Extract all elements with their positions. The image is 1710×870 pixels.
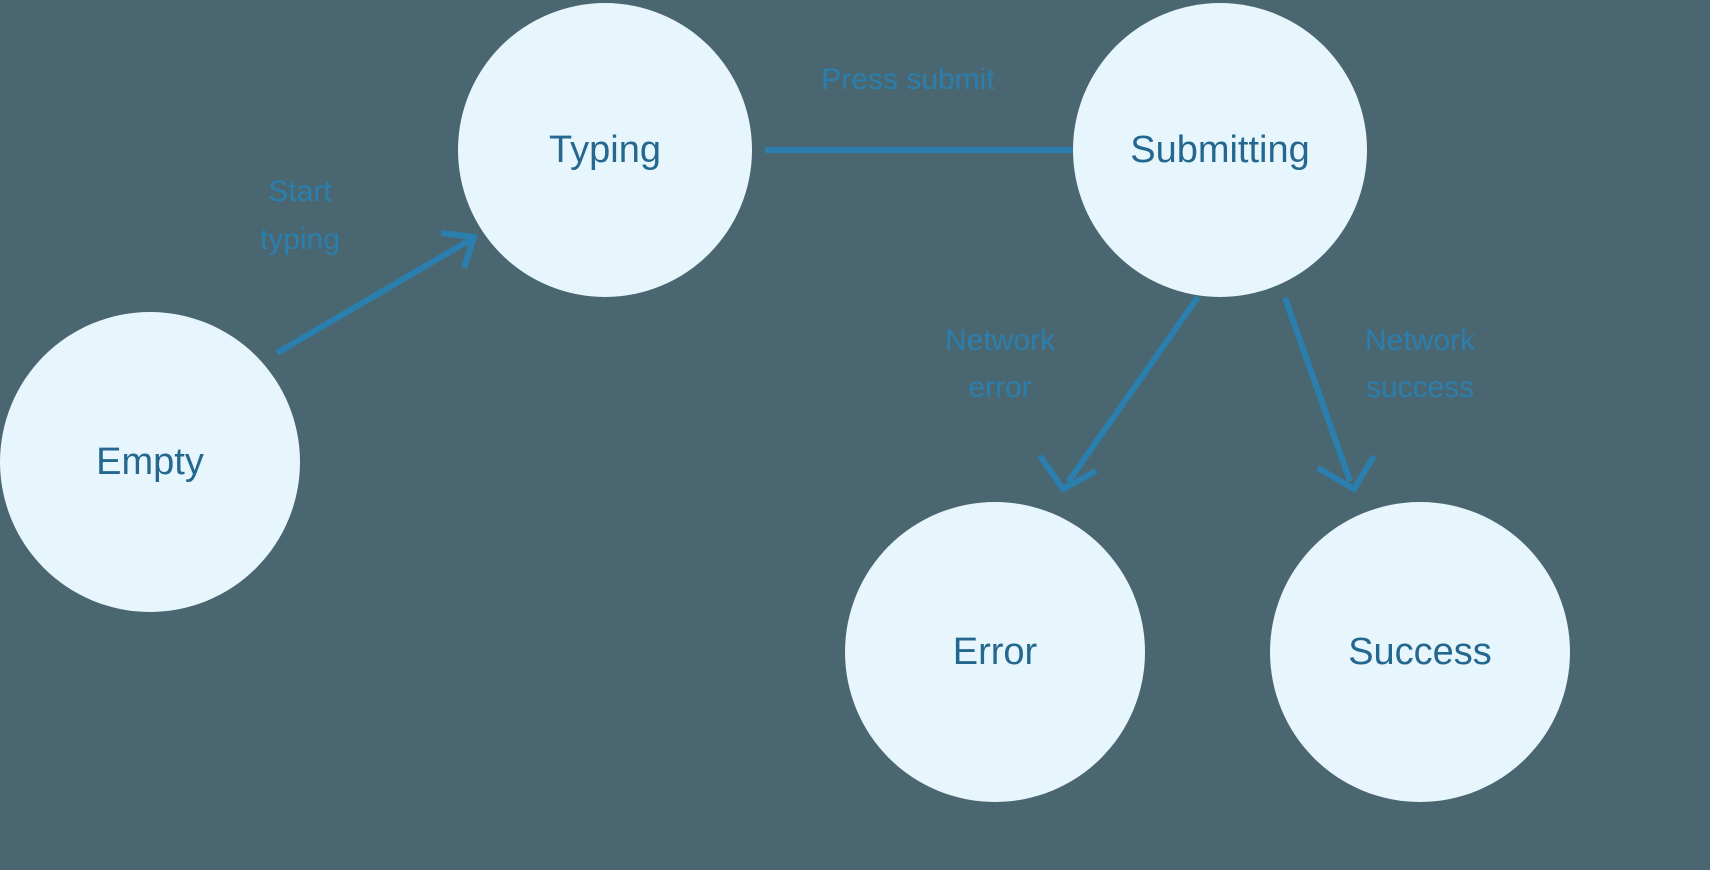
node-submitting[interactable]: Submitting (1073, 3, 1367, 297)
node-typing-label: Typing (549, 129, 661, 171)
edge-label-start-typing: Start typing (260, 175, 340, 256)
edge-empty-to-typing (275, 230, 478, 356)
edge-empty-to-typing-line (275, 237, 472, 356)
edge-submitting-to-error-line (1065, 295, 1201, 484)
node-empty-label: Empty (96, 441, 204, 483)
edge-label-network-success-line2: success (1366, 371, 1474, 404)
node-empty[interactable]: Empty (0, 312, 300, 612)
node-error-label: Error (953, 631, 1038, 673)
node-empty-circle[interactable] (0, 312, 300, 612)
node-submitting-circle[interactable] (1073, 3, 1367, 297)
edge-label-press-submit: Press submit (821, 63, 995, 96)
edge-submitting-to-success (1282, 296, 1377, 494)
edge-label-network-error-line1: Network (945, 324, 1056, 357)
edge-label-press-submit-line1: Press submit (821, 63, 995, 96)
node-error-circle[interactable] (845, 502, 1145, 802)
edge-empty-to-typing-arrowhead (440, 230, 478, 269)
edge-submitting-to-success-arrowhead (1316, 454, 1377, 494)
node-submitting-label: Submitting (1130, 129, 1310, 171)
edge-label-network-success-line1: Network (1365, 324, 1476, 357)
edge-label-start-typing-line2: typing (260, 223, 340, 256)
node-typing-circle[interactable] (458, 3, 752, 297)
edge-submitting-to-success-line (1282, 296, 1353, 483)
node-error[interactable]: Error (845, 502, 1145, 802)
edge-label-start-typing-line1: Start (268, 175, 332, 208)
node-success-circle[interactable] (1270, 502, 1570, 802)
edge-label-network-success: Network success (1365, 324, 1476, 404)
edge-submitting-to-error (1037, 295, 1201, 493)
edge-label-network-error-line2: error (968, 371, 1031, 404)
node-success[interactable]: Success (1270, 502, 1570, 802)
edge-label-network-error: Network error (945, 324, 1056, 404)
node-success-label: Success (1348, 631, 1492, 673)
edge-submitting-to-error-arrowhead (1037, 454, 1098, 493)
node-typing[interactable]: Typing (458, 3, 752, 297)
